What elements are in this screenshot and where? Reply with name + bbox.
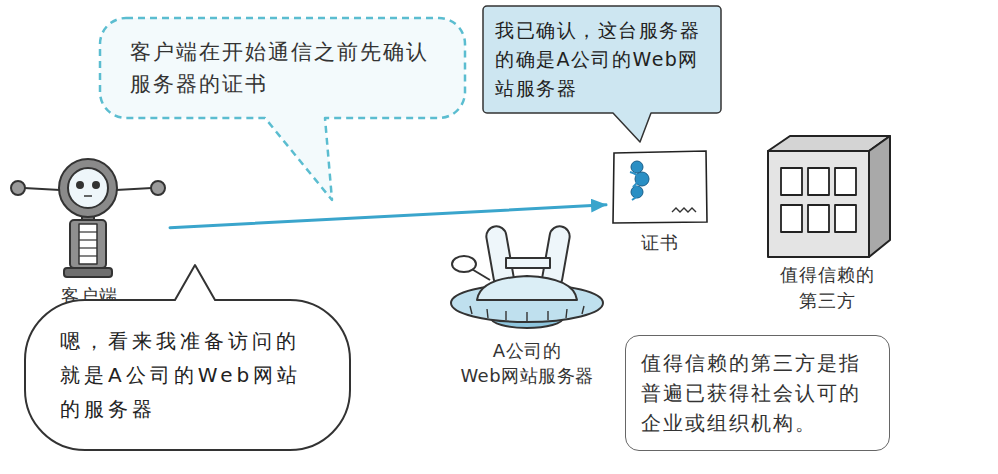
robot-eye — [77, 182, 83, 188]
building-figure — [768, 136, 890, 257]
server-bar — [506, 258, 550, 268]
speech-bubble: 我已确认，这台服务器 的确是A公司的Web网 站服务器 — [483, 6, 721, 113]
certificate-sheet — [613, 151, 707, 223]
bubble-shape — [100, 18, 465, 200]
robot-foot — [64, 268, 112, 277]
robot-mouth — [84, 195, 92, 197]
building-front — [768, 151, 869, 257]
robot-hand — [11, 181, 25, 195]
third-party-figure: 值得信赖的 第三方 — [760, 132, 895, 314]
certificate-figure — [613, 151, 707, 223]
thought-bubble: 嗯，看来我准备访问的 就是A公司的Web网站 的服务器 — [25, 300, 350, 450]
robot-body — [70, 220, 106, 268]
server-figure — [451, 225, 603, 328]
node-text: 我已确认，这台服务器 的确是A公司的Web网 站服务器 — [495, 16, 709, 103]
server-figure: A公司的 Web网站服务器 — [448, 218, 606, 388]
robot-face — [68, 168, 108, 208]
robot-ladder — [79, 232, 97, 256]
node-text: A公司的 Web网站服务器 — [448, 338, 606, 388]
node-text: 嗯，看来我准备访问的 就是A公司的Web网站 的服务器 — [60, 324, 315, 426]
node-text: 值得信赖的 第三方 — [760, 262, 895, 314]
server-dish — [452, 256, 476, 272]
bubble-outline — [100, 18, 465, 118]
certificate-signature — [672, 208, 696, 212]
building-side — [869, 136, 890, 257]
robot-eye — [93, 182, 99, 188]
speech-bubble: 客户端在开始通信之前先确认 服务器的证书 — [100, 18, 465, 118]
note-box: 值得信赖的第三方是指 普遍已获得社会认可的 企业或组织机构。 — [625, 335, 890, 451]
robot-arm — [116, 188, 152, 190]
certificate-seal — [630, 161, 649, 200]
building-windows — [781, 168, 856, 232]
node-text: 客户端在开始通信之前先确认 服务器的证书 — [130, 36, 440, 100]
certificate-figure: 证书 — [606, 148, 714, 256]
bubble-shape — [25, 265, 350, 450]
client-figure: 客户端 — [8, 155, 170, 309]
bubble-shape — [483, 6, 721, 142]
robot-hand — [151, 181, 165, 195]
node-text: 值得信赖的第三方是指 普遍已获得社会认可的 企业或组织机构。 — [641, 348, 874, 438]
robot-figure — [11, 159, 165, 277]
node-text: 证书 — [606, 230, 714, 256]
server-dome — [477, 276, 577, 300]
robot-arm — [24, 188, 60, 190]
robot-head — [59, 159, 117, 217]
server-lights — [470, 306, 584, 321]
robot-panel — [79, 224, 97, 264]
connector-arrow — [170, 205, 606, 228]
